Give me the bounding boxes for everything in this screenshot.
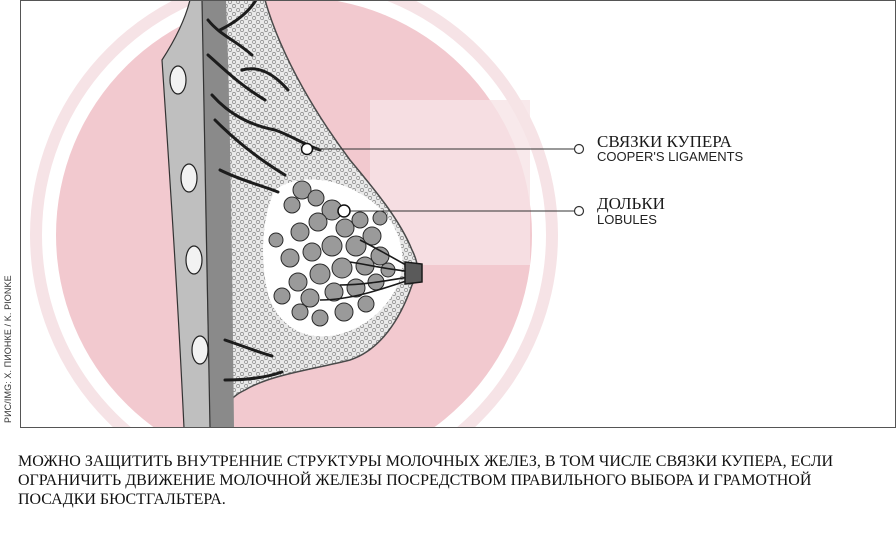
chest-wall-band	[161, 1, 211, 427]
background-ring	[30, 1, 558, 427]
label-end-2	[573, 205, 585, 217]
lobules	[268, 180, 396, 327]
label-cooper-en: COOPER'S LIGAMENTS	[597, 149, 744, 164]
label-cooper-ru: СВЯЗКИ КУПЕРА	[597, 132, 733, 151]
label-lobules-en: LOBULES	[597, 212, 657, 227]
illustration-credit: РИС/IMG: Х. ПИОНКЕ / K. PIONKE	[3, 275, 13, 423]
ribs	[169, 65, 209, 365]
breast-anatomy-diagram: СВЯЗКИ КУПЕРА COOPER'S LIGAMENTS ДОЛЬКИ …	[20, 0, 896, 428]
nipple	[404, 261, 423, 285]
label-marker-2	[337, 204, 351, 218]
label-end-1	[573, 143, 585, 155]
figure-caption: МОЖНО ЗАЩИТИТЬ ВНУТРЕННИЕ СТРУКТУРЫ МОЛО…	[18, 453, 834, 508]
label-marker-1	[300, 142, 314, 156]
label-lobules-ru: ДОЛЬКИ	[597, 194, 665, 213]
